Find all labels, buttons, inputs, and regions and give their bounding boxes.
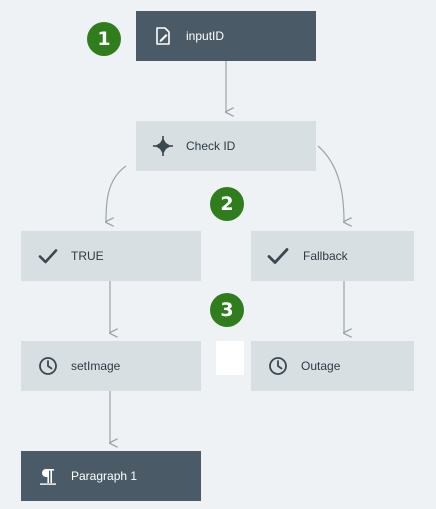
step-badge-1: 1 [87, 22, 121, 56]
diamond-plus-icon [152, 135, 174, 157]
node-check-id-label: Check ID [186, 139, 236, 153]
blank-placeholder [216, 341, 244, 375]
node-set-image[interactable]: setImage [21, 341, 201, 391]
node-outage[interactable]: Outage [251, 341, 414, 391]
pilcrow-icon [37, 465, 59, 487]
node-paragraph-label: Paragraph 1 [71, 469, 138, 483]
connector-check-to-true [106, 165, 127, 222]
step-badge-3: 3 [210, 293, 244, 327]
node-fallback[interactable]: Fallback [251, 231, 414, 281]
node-true-label: TRUE [71, 249, 104, 263]
node-set-image-label: setImage [71, 359, 121, 373]
node-outage-label: Outage [301, 359, 341, 373]
node-input-id[interactable]: inputID [136, 11, 316, 61]
step-badge-2: 2 [210, 187, 244, 221]
connector-check-to-fallback [317, 145, 344, 222]
checkmark-icon [37, 245, 59, 267]
clock-icon [37, 355, 59, 377]
checkmark-icon [267, 245, 289, 267]
clock-icon [267, 355, 289, 377]
node-fallback-label: Fallback [303, 249, 348, 263]
node-true[interactable]: TRUE [21, 231, 201, 281]
node-input-id-label: inputID [186, 29, 225, 43]
node-paragraph[interactable]: Paragraph 1 [21, 451, 201, 501]
node-check-id[interactable]: Check ID [136, 121, 316, 171]
edit-document-icon [152, 25, 174, 47]
